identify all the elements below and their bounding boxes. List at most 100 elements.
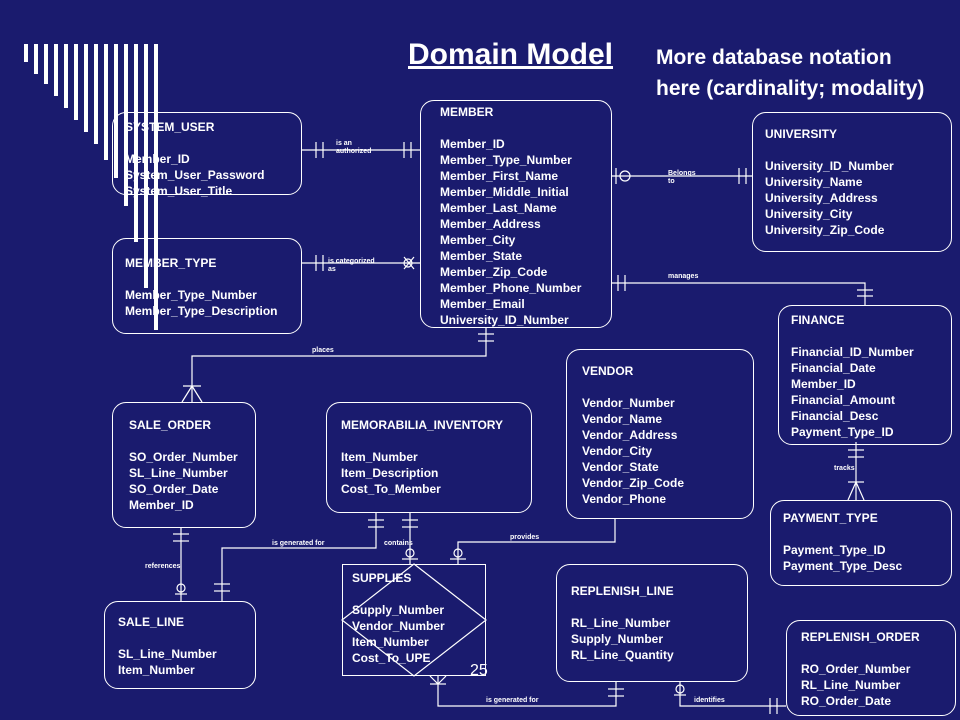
entity-name: SALE_LINE [118, 615, 185, 629]
attribute: Vendor_Name [582, 412, 663, 426]
attribute: Member_Zip_Code [440, 265, 548, 279]
attribute: Vendor_Number [352, 619, 445, 633]
attribute: Vendor_City [582, 444, 653, 458]
attribute: Item_Description [341, 466, 439, 480]
attribute: SO_Order_Number [129, 450, 238, 464]
attribute: System_User_Password [125, 168, 265, 182]
entity-name: REPLENISH_ORDER [801, 630, 920, 644]
entity-vendor: VENDOR Vendor_Number Vendor_Name Vendor_… [566, 349, 754, 519]
attribute: Cost_To_UPE [352, 651, 431, 665]
attribute: Member_First_Name [440, 169, 559, 183]
attribute: University_Zip_Code [765, 223, 885, 237]
attribute: RO_Order_Number [801, 662, 911, 676]
attribute: Member_Phone_Number [440, 281, 582, 295]
attribute: RO_Order_Date [801, 694, 892, 708]
attribute: Member_ID [791, 377, 856, 391]
attribute: University_ID_Number [765, 159, 894, 173]
attribute: University_ID_Number [440, 313, 569, 327]
attribute: Cost_To_Member [341, 482, 441, 496]
entity-name: FINANCE [791, 313, 845, 327]
entity-sale-line: SALE_LINE SL_Line_Number Item_Number [104, 601, 256, 689]
attribute: Financial_ID_Number [791, 345, 914, 359]
entity-system-user: SYSTEM_USER Member_ID System_User_Passwo… [112, 112, 302, 198]
entity-member: MEMBER Member_ID Member_Type_Number Memb… [420, 100, 612, 328]
entity-name: VENDOR [582, 364, 634, 378]
entity-name: MEMBER [440, 105, 494, 119]
entity-university: UNIVERSITY University_ID_Number Universi… [752, 112, 952, 252]
attribute: Member_Type_Number [125, 288, 257, 302]
entity-sale-order: SALE_ORDER SO_Order_Number SL_Line_Numbe… [112, 402, 256, 528]
rel-manages: manages [668, 273, 699, 280]
attribute: Member_ID [440, 137, 505, 151]
attribute: SL_Line_Number [129, 466, 228, 480]
attribute: Vendor_Number [582, 396, 675, 410]
rel-tracks: tracks [834, 465, 855, 472]
attribute: Member_Last_Name [440, 201, 557, 215]
attribute: RL_Line_Quantity [571, 648, 674, 662]
attribute: Item_Number [341, 450, 418, 464]
entity-name: SALE_ORDER [129, 418, 212, 432]
attribute: Member_Type_Number [440, 153, 572, 167]
attribute: Member_ID [125, 152, 190, 166]
attribute: Member_ID [129, 498, 194, 512]
attribute: Financial_Amount [791, 393, 896, 407]
notation-note-line2: here (cardinality; modality) [656, 77, 925, 100]
rel-is-generated-for-sale-line: is generated for [272, 540, 325, 547]
rel-references: references [145, 563, 181, 570]
attribute: Vendor_Zip_Code [582, 476, 685, 490]
attribute: Supply_Number [352, 603, 445, 617]
attribute: Vendor_State [582, 460, 659, 474]
rel-is-an-authorized: is an authorized [336, 140, 372, 155]
attribute: Member_City [440, 233, 516, 247]
attribute: Item_Number [118, 663, 195, 677]
attribute: SO_Order_Date [129, 482, 219, 496]
attribute: RL_Line_Number [801, 678, 901, 692]
attribute: Supply_Number [571, 632, 664, 646]
rel-belongs-to: Belongs to [668, 170, 696, 185]
entity-finance: FINANCE Financial_ID_Number Financial_Da… [778, 305, 952, 445]
notation-note-line1: More database notation [656, 46, 892, 69]
entity-name: SUPPLIES [352, 571, 412, 585]
entity-name: MEMBER_TYPE [125, 256, 217, 270]
entity-supplies: SUPPLIES Supply_Number Vendor_Number Ite… [352, 570, 445, 666]
entity-name: SYSTEM_USER [125, 120, 215, 134]
entity-payment-type: PAYMENT_TYPE Payment_Type_ID Payment_Typ… [770, 500, 952, 586]
attribute: Vendor_Phone [582, 492, 667, 506]
attribute: University_City [765, 207, 853, 221]
entity-replenish-line: REPLENISH_LINE RL_Line_Number Supply_Num… [556, 564, 748, 682]
attribute: Member_Address [440, 217, 541, 231]
attribute: Vendor_Address [582, 428, 678, 442]
entity-member-type: MEMBER_TYPE Member_Type_Number Member_Ty… [112, 238, 302, 334]
rel-identifies: identifies [694, 697, 725, 704]
attribute: RL_Line_Number [571, 616, 671, 630]
page-number: 25 [470, 662, 488, 679]
page-title: Domain Model [408, 38, 614, 71]
rel-is-generated-for-replenish-line: is generated for [486, 697, 539, 704]
rel-provides: provides [510, 534, 540, 541]
attribute: Payment_Type_ID [791, 425, 894, 439]
attribute: University_Address [765, 191, 878, 205]
attribute: Member_Email [440, 297, 525, 311]
attribute: SL_Line_Number [118, 647, 217, 661]
entity-memorabilia-inventory: MEMORABILIA_INVENTORY Item_Number Item_D… [326, 402, 532, 513]
entity-replenish-order: REPLENISH_ORDER RO_Order_Number RL_Line_… [786, 620, 956, 716]
rel-is-categorized-as: is categorized as [328, 258, 375, 273]
attribute: System_User_Title [125, 184, 233, 198]
attribute: Financial_Date [791, 361, 876, 375]
attribute: University_Name [765, 175, 863, 189]
entity-name: REPLENISH_LINE [571, 584, 674, 598]
notation-note: More database notation here (cardinality… [656, 42, 924, 104]
entity-name: MEMORABILIA_INVENTORY [341, 418, 504, 432]
rel-places: places [312, 347, 334, 354]
attribute: Item_Number [352, 635, 429, 649]
attribute: Payment_Type_ID [783, 543, 886, 557]
attribute: Member_State [440, 249, 523, 263]
entity-name: UNIVERSITY [765, 127, 838, 141]
rel-contains: contains [384, 540, 413, 547]
attribute: Member_Middle_Initial [440, 185, 569, 199]
attribute: Payment_Type_Desc [783, 559, 903, 573]
attribute: Member_Type_Description [125, 304, 278, 318]
entity-name: PAYMENT_TYPE [783, 511, 878, 525]
